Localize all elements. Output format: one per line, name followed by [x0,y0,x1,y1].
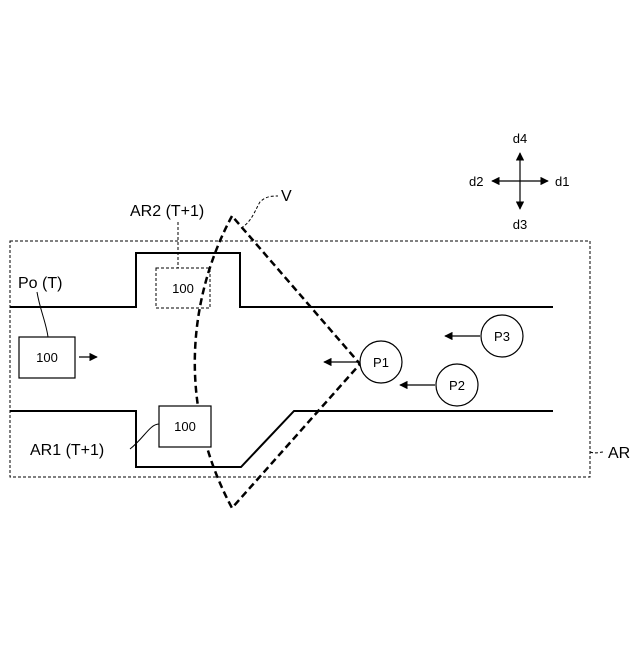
pedestrian-p3-label: P3 [494,329,510,344]
vehicle-ar1-label: 100 [174,419,196,434]
pedestrian-p2-label: P2 [449,378,465,393]
region-ar-leader [590,452,604,453]
position-now-label: Po (T) [18,275,62,292]
compass-label-d2: d2 [469,174,483,189]
compass-label-d4: d4 [513,131,527,146]
compass-label-d3: d3 [513,217,527,232]
region-ar-label: AR [608,445,630,462]
vehicle-current-label: 100 [36,350,58,365]
position-now-leader [37,292,48,337]
compass-label-d1: d1 [555,174,569,189]
pedestrian-p1-label: P1 [373,355,389,370]
vehicle-ar2-label: 100 [172,281,194,296]
view-area-label: V [281,188,292,205]
area-ar2-label: AR2 (T+1) [130,203,204,220]
area-ar1-label: AR1 (T+1) [30,442,104,459]
area-ar1-leader [130,424,159,449]
view-area-leader [241,196,278,228]
direction-compass: d4 d3 d2 d1 [469,131,569,232]
road-upper-edge [10,253,553,307]
